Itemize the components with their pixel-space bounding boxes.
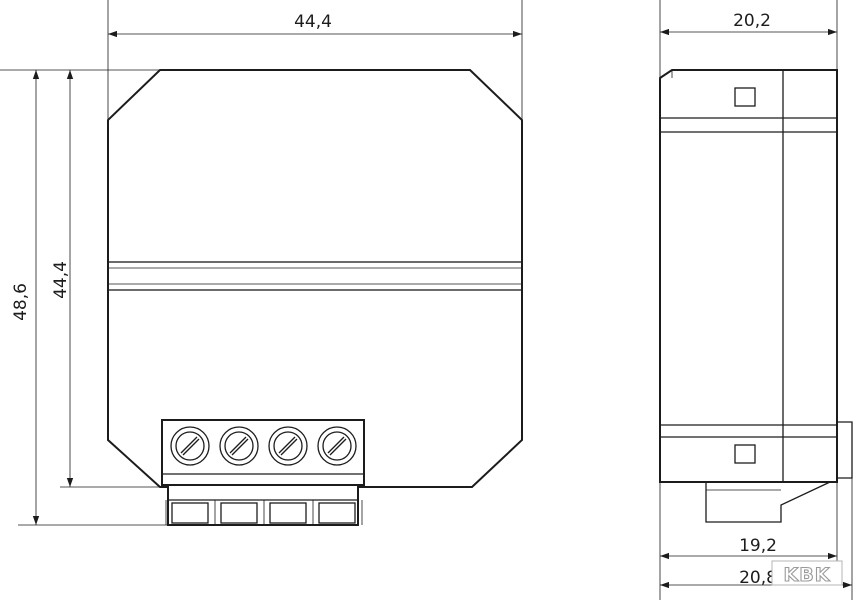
side-view	[659, 69, 853, 523]
terminal-screw	[170, 426, 210, 466]
watermark-logo: KBK	[771, 560, 843, 587]
side-dimensions: 20,2 19,2 20,8	[659, 0, 853, 600]
connector-slot	[318, 502, 356, 524]
terminal-block	[161, 419, 365, 526]
connector-slot	[171, 502, 209, 524]
connector-slot	[220, 502, 258, 524]
side-clip-top	[734, 87, 756, 107]
terminal-screw	[219, 426, 259, 466]
side-foot	[705, 481, 831, 523]
front-dimensions: 44,4 48,6 44,4	[0, 0, 523, 526]
side-clip-bottom	[734, 444, 756, 464]
terminal-screw	[317, 426, 357, 466]
dim-label-side-inner: 19,2	[739, 536, 777, 556]
dim-label-side-total: 20,8	[739, 568, 777, 588]
svg-text:KBK: KBK	[784, 564, 831, 586]
dim-label-front-width: 44,4	[294, 12, 332, 32]
front-band	[107, 261, 523, 291]
dim-label-front-height-total: 48,6	[11, 283, 31, 321]
dim-label-front-height-body: 44,4	[51, 261, 71, 299]
connector-slot	[269, 502, 307, 524]
dim-label-side-top: 20,2	[733, 11, 771, 31]
side-housing-outline	[659, 69, 838, 483]
front-view	[107, 69, 523, 526]
terminal-screw	[268, 426, 308, 466]
front-housing-outline	[107, 69, 523, 488]
